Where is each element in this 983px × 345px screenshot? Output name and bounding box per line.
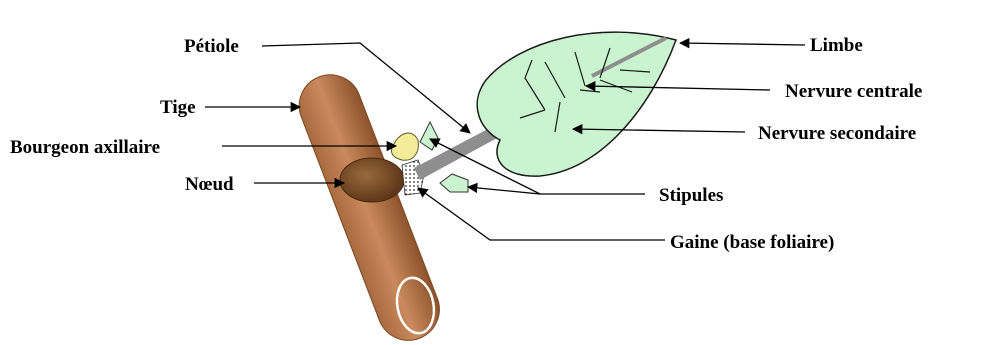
node bbox=[340, 158, 404, 202]
stipule-lower bbox=[440, 174, 468, 192]
label-tige: Tige bbox=[160, 97, 196, 118]
stipule-upper bbox=[420, 122, 438, 150]
stem bbox=[290, 66, 448, 345]
label-nervure-centrale: Nervure centrale bbox=[785, 81, 922, 102]
label-nervure-secondaire: Nervure secondaire bbox=[758, 123, 916, 144]
label-noeud: Nœud bbox=[185, 174, 234, 195]
leaf-blade bbox=[477, 32, 676, 176]
label-gaine: Gaine (base foliaire) bbox=[670, 232, 834, 253]
label-stipules: Stipules bbox=[659, 185, 723, 206]
label-limbe: Limbe bbox=[810, 35, 863, 56]
label-bourgeon-axillaire: Bourgeon axillaire bbox=[10, 137, 160, 158]
label-petiole: Pétiole bbox=[184, 36, 239, 57]
